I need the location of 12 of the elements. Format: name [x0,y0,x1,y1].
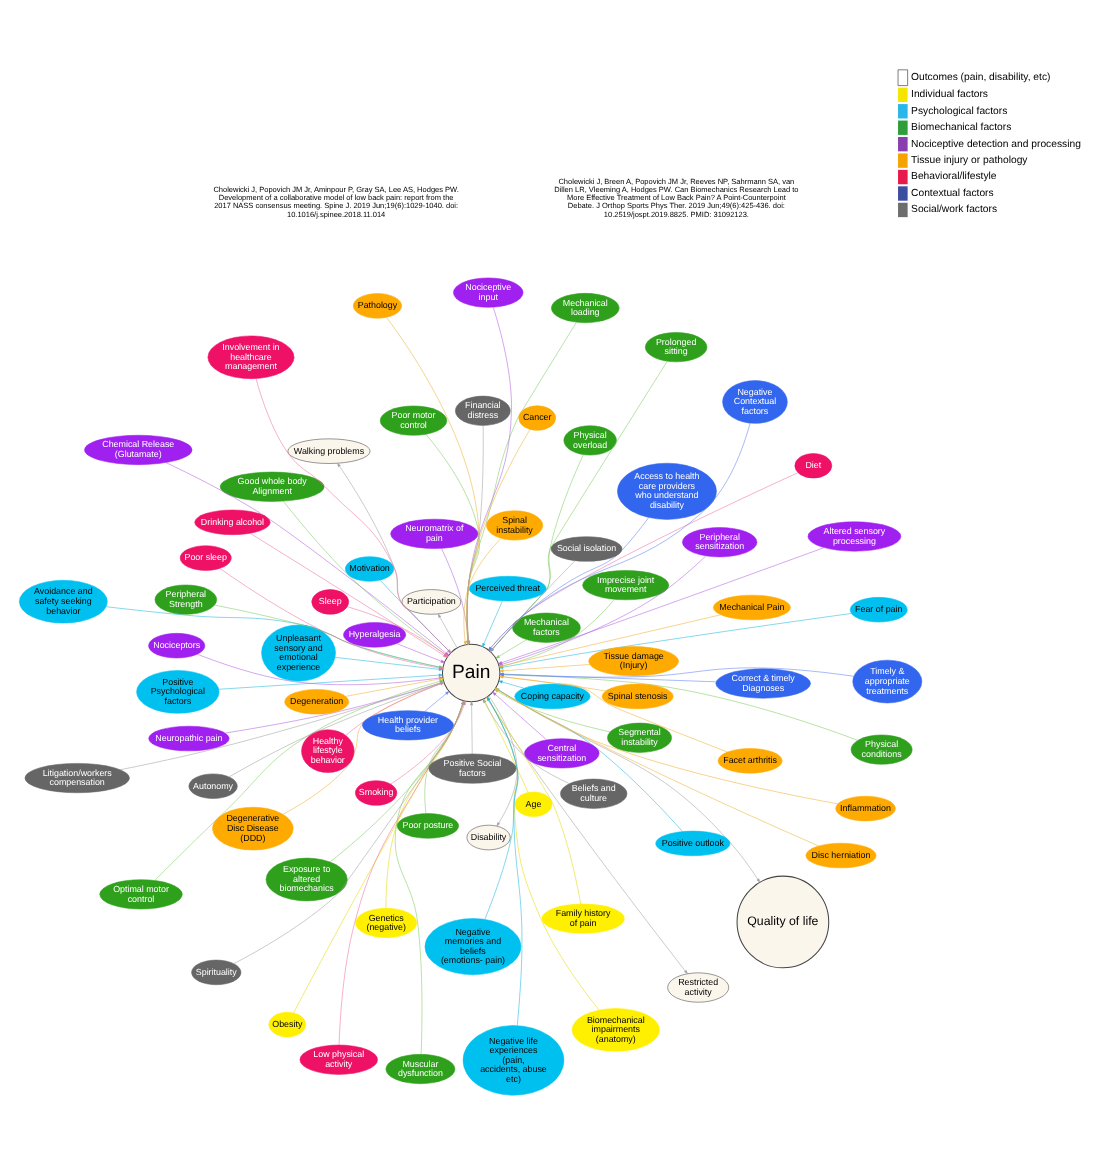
arrow [489,559,576,651]
arrow [495,638,527,658]
arrow [424,690,450,711]
arrow [482,599,503,647]
arrow [396,642,445,662]
arrow [492,691,547,740]
arrow [489,516,649,651]
arrow [437,612,458,648]
arrow [470,700,474,754]
arrow [498,679,525,688]
arrow [345,681,445,735]
arrow [229,681,445,777]
